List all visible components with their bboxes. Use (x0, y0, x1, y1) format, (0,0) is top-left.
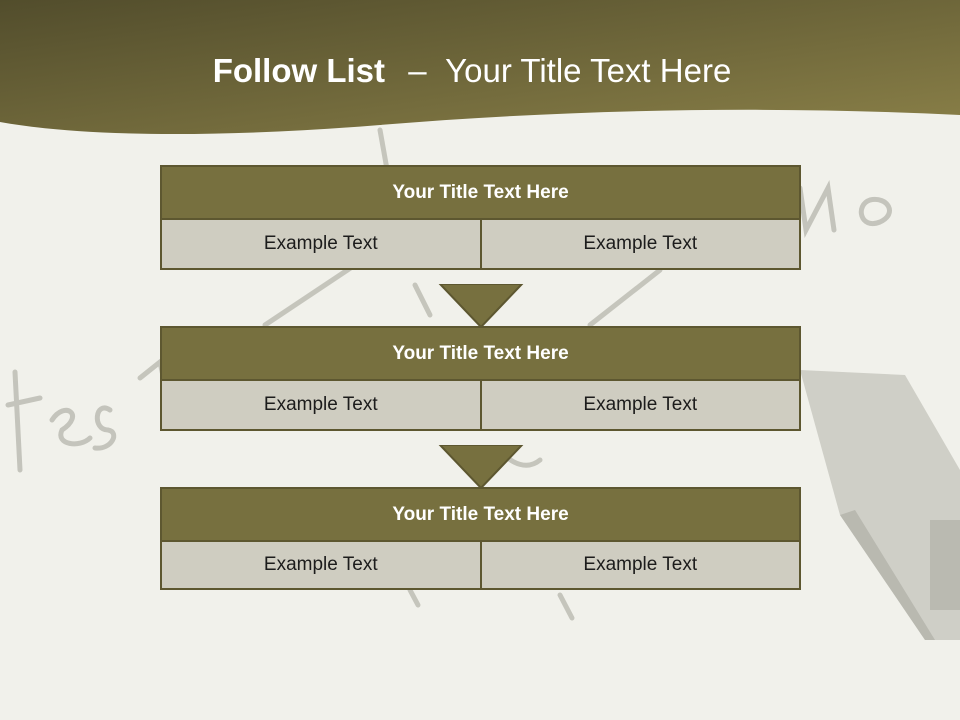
block-title: Your Title Text Here (160, 487, 801, 542)
block-cell-right: Example Text (481, 220, 801, 270)
block-cell-right: Example Text (481, 381, 801, 431)
title-dash: – (408, 52, 427, 89)
list-block-3: Your Title Text Here Example Text Exampl… (160, 487, 801, 590)
list-block-2: Your Title Text Here Example Text Exampl… (160, 326, 801, 431)
header-band (0, 0, 960, 135)
block-row: Example Text Example Text (160, 381, 801, 431)
pen-illustration (800, 370, 960, 640)
block-title: Your Title Text Here (160, 165, 801, 220)
block-row: Example Text Example Text (160, 220, 801, 270)
block-cell-left: Example Text (160, 542, 482, 590)
down-arrow-2 (438, 445, 524, 489)
title-bold: Follow List (212, 52, 386, 89)
title-rest: Your Title Text Here (445, 52, 732, 89)
down-arrow-1 (438, 284, 524, 328)
slide-title: Follow List – Your Title Text Here (0, 52, 944, 90)
block-cell-left: Example Text (160, 381, 482, 431)
block-row: Example Text Example Text (160, 542, 801, 590)
block-cell-right: Example Text (481, 542, 801, 590)
list-block-1: Your Title Text Here Example Text Exampl… (160, 165, 801, 270)
block-cell-left: Example Text (160, 220, 482, 270)
block-title: Your Title Text Here (160, 326, 801, 381)
